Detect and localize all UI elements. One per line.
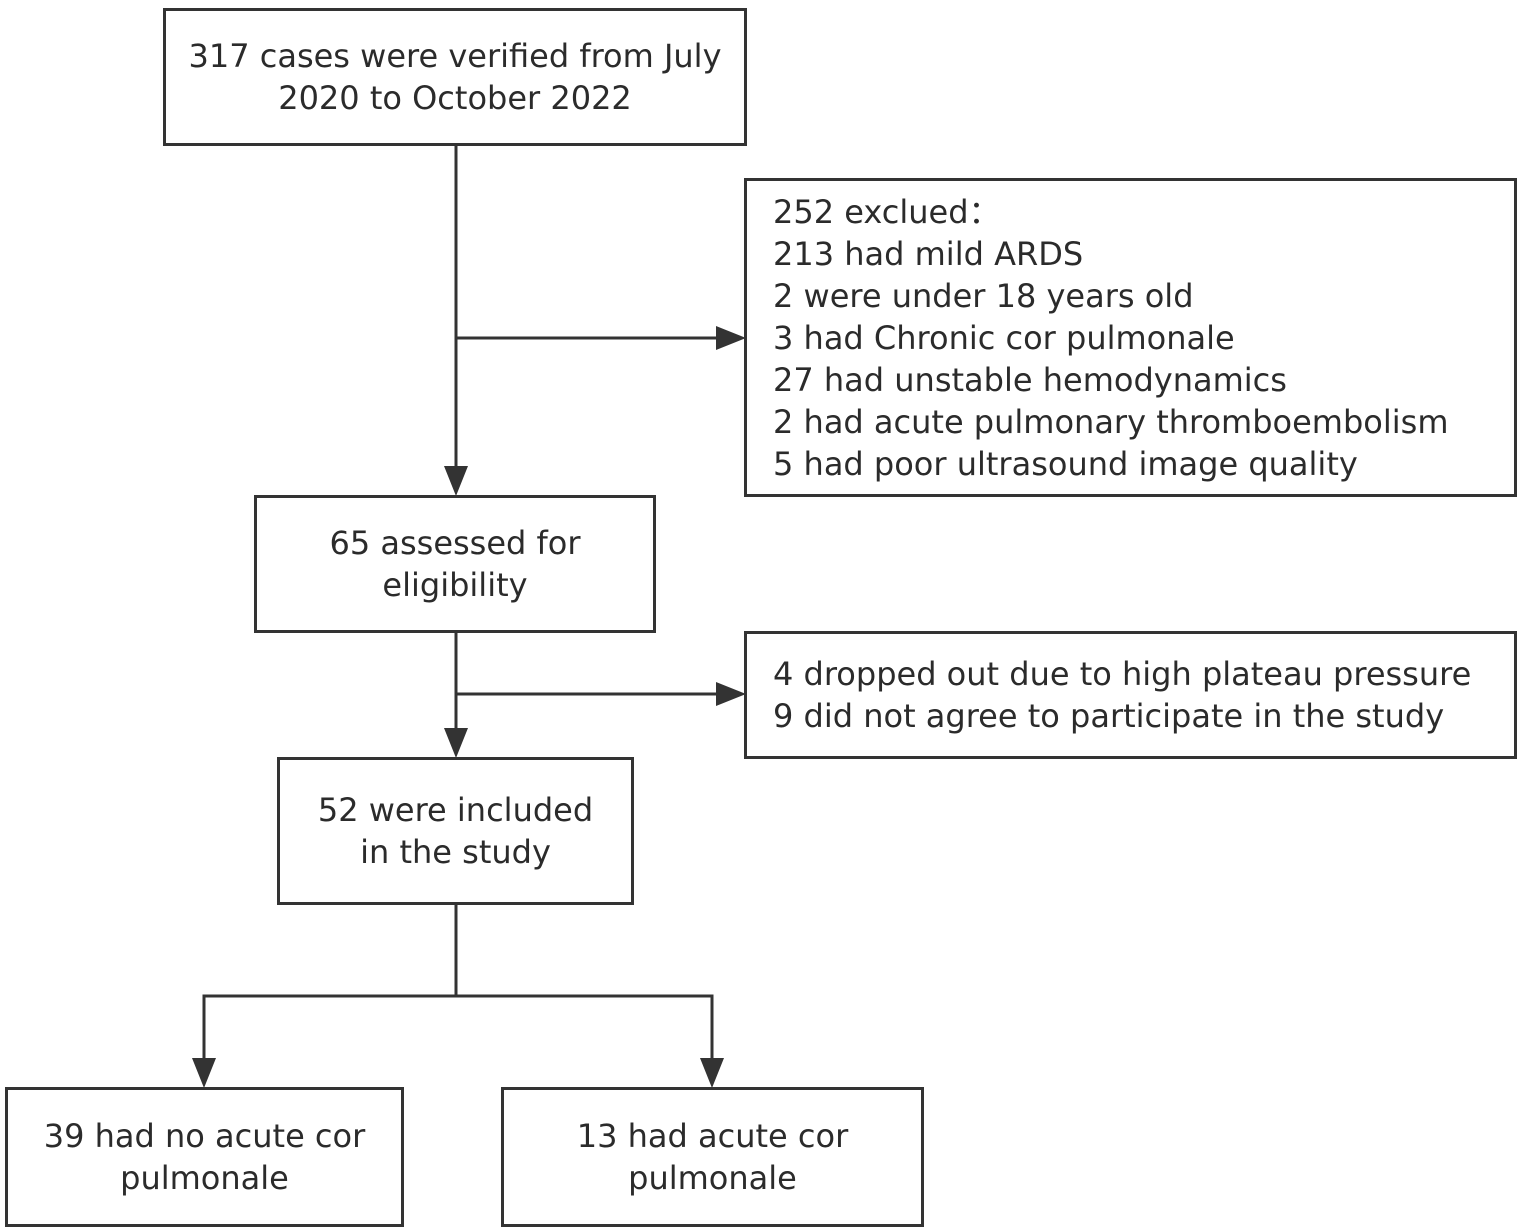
excluded-line-5: 27 had unstable hemodynamics bbox=[773, 360, 1287, 399]
no-acp-line-1: 39 had no acute cor bbox=[43, 1117, 366, 1155]
excluded-line-3: 2 were under 18 years old bbox=[773, 276, 1194, 315]
excluded-line-7: 5 had poor ultrasound image quality bbox=[773, 444, 1358, 483]
included-line-1: 52 were included bbox=[317, 791, 594, 829]
included-box: 52 were included in the study bbox=[277, 757, 634, 905]
arrowhead-excluded bbox=[716, 326, 746, 350]
excluded-line-6: 2 had acute pulmonary thromboembolism bbox=[773, 402, 1449, 441]
arrowhead-assessed bbox=[444, 466, 468, 496]
excluded-line-2: 213 had mild ARDS bbox=[773, 234, 1084, 273]
assessed-line-1: 65 assessed for bbox=[329, 524, 581, 562]
acp-line-1: 13 had acute cor bbox=[576, 1117, 849, 1155]
arrowhead-included bbox=[444, 728, 468, 758]
acp-line-2: pulmonale bbox=[628, 1159, 797, 1197]
verified-line-1: 317 cases were verified from July bbox=[188, 37, 722, 75]
verified-line-2: 2020 to October 2022 bbox=[278, 79, 632, 117]
no-acp-line-2: pulmonale bbox=[120, 1159, 289, 1197]
dropped-box: 4 dropped out due to high plateau pressu… bbox=[744, 631, 1517, 759]
excluded-line-1: 252 exclued： bbox=[773, 192, 1001, 231]
assessed-box: 65 assessed for eligibility bbox=[254, 495, 656, 633]
arrowhead-no-acp bbox=[192, 1058, 216, 1088]
connector-split bbox=[202, 994, 714, 1062]
no-acute-cor-pulmonale-box: 39 had no acute cor pulmonale bbox=[5, 1087, 404, 1227]
dropped-line-2: 9 did not agree to participate in the st… bbox=[773, 697, 1445, 735]
included-line-2: in the study bbox=[360, 833, 551, 871]
arrowhead-acp bbox=[700, 1058, 724, 1088]
excluded-box: 252 exclued： 213 had mild ARDS 2 were un… bbox=[744, 178, 1517, 497]
excluded-line-4: 3 had Chronic cor pulmonale bbox=[773, 318, 1235, 357]
assessed-line-2: eligibility bbox=[382, 566, 528, 604]
verified-cases-box: 317 cases were verified from July 2020 t… bbox=[163, 8, 747, 146]
acute-cor-pulmonale-box: 13 had acute cor pulmonale bbox=[501, 1087, 924, 1227]
arrowhead-dropped bbox=[716, 682, 746, 706]
dropped-line-1: 4 dropped out due to high plateau pressu… bbox=[773, 655, 1472, 693]
